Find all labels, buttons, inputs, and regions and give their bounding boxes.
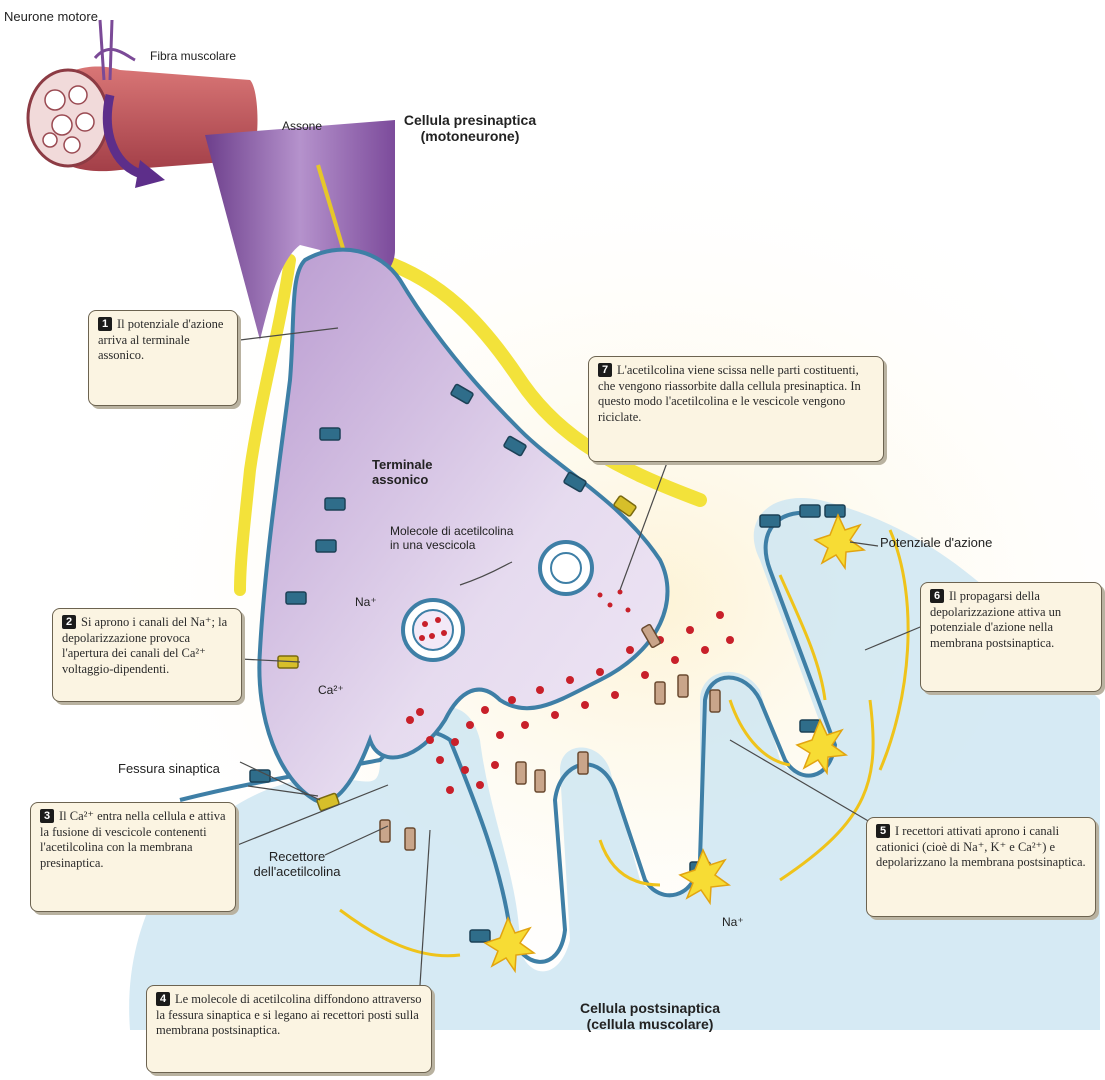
presynaptic-cell-title-main: Cellula presinaptica (380, 112, 560, 128)
presynaptic-cell-title: Cellula presinaptica (motoneurone) (380, 112, 560, 144)
step-3-number: 3 (40, 809, 54, 823)
step-3-text: Il Ca²⁺ entra nella cellula e attiva la … (40, 809, 226, 870)
muscle-fiber-label: Fibra muscolare (150, 50, 236, 64)
step-6-text: Il propagarsi della depolarizzazione att… (930, 589, 1061, 650)
step-4-text: Le molecole di acetilcolina diffondono a… (156, 992, 422, 1037)
action-potential-label: Potenziale d'azione (880, 536, 992, 551)
synaptic-cleft-label: Fessura sinaptica (118, 762, 220, 777)
postsynaptic-cell-title: Cellula postsinaptica (cellula muscolare… (555, 1000, 745, 1032)
step-1-number: 1 (98, 317, 112, 331)
step-7-number: 7 (598, 363, 612, 377)
ach-vesicle-label: Molecole di acetilcolina in una vescicol… (390, 525, 520, 553)
vesicle-with-ach (403, 600, 463, 660)
step-5-number: 5 (876, 824, 890, 838)
step-2-text: Si aprono i canali del Na⁺; la depolariz… (62, 615, 227, 676)
step-7-text: L'acetilcolina viene scissa nelle parti … (598, 363, 861, 424)
axon-terminal-label: Terminale assonico (372, 458, 462, 488)
postsynaptic-cell-title-main: Cellula postsinaptica (555, 1000, 745, 1016)
postsynaptic-cell-title-sub: (cellula muscolare) (555, 1016, 745, 1032)
na-ion-label: Na⁺ (355, 596, 377, 610)
motor-neuron-label: Neurone motore (4, 10, 98, 25)
step-6-number: 6 (930, 589, 944, 603)
ach-receptor-label: Recettore dell'acetilcolina (242, 850, 352, 880)
presynaptic-cell-title-sub: (motoneurone) (380, 128, 560, 144)
step-4-number: 4 (156, 992, 170, 1006)
empty-vesicle (540, 542, 592, 594)
na-ion-label-2: Na⁺ (722, 916, 744, 930)
ca-ion-label: Ca²⁺ (318, 684, 344, 698)
step-5-text: I recettori attivati aprono i canali cat… (876, 824, 1086, 869)
axon-label: Assone (282, 120, 322, 134)
step-1-text: Il potenziale d'azione arriva al termina… (98, 317, 223, 362)
step-2-number: 2 (62, 615, 76, 629)
